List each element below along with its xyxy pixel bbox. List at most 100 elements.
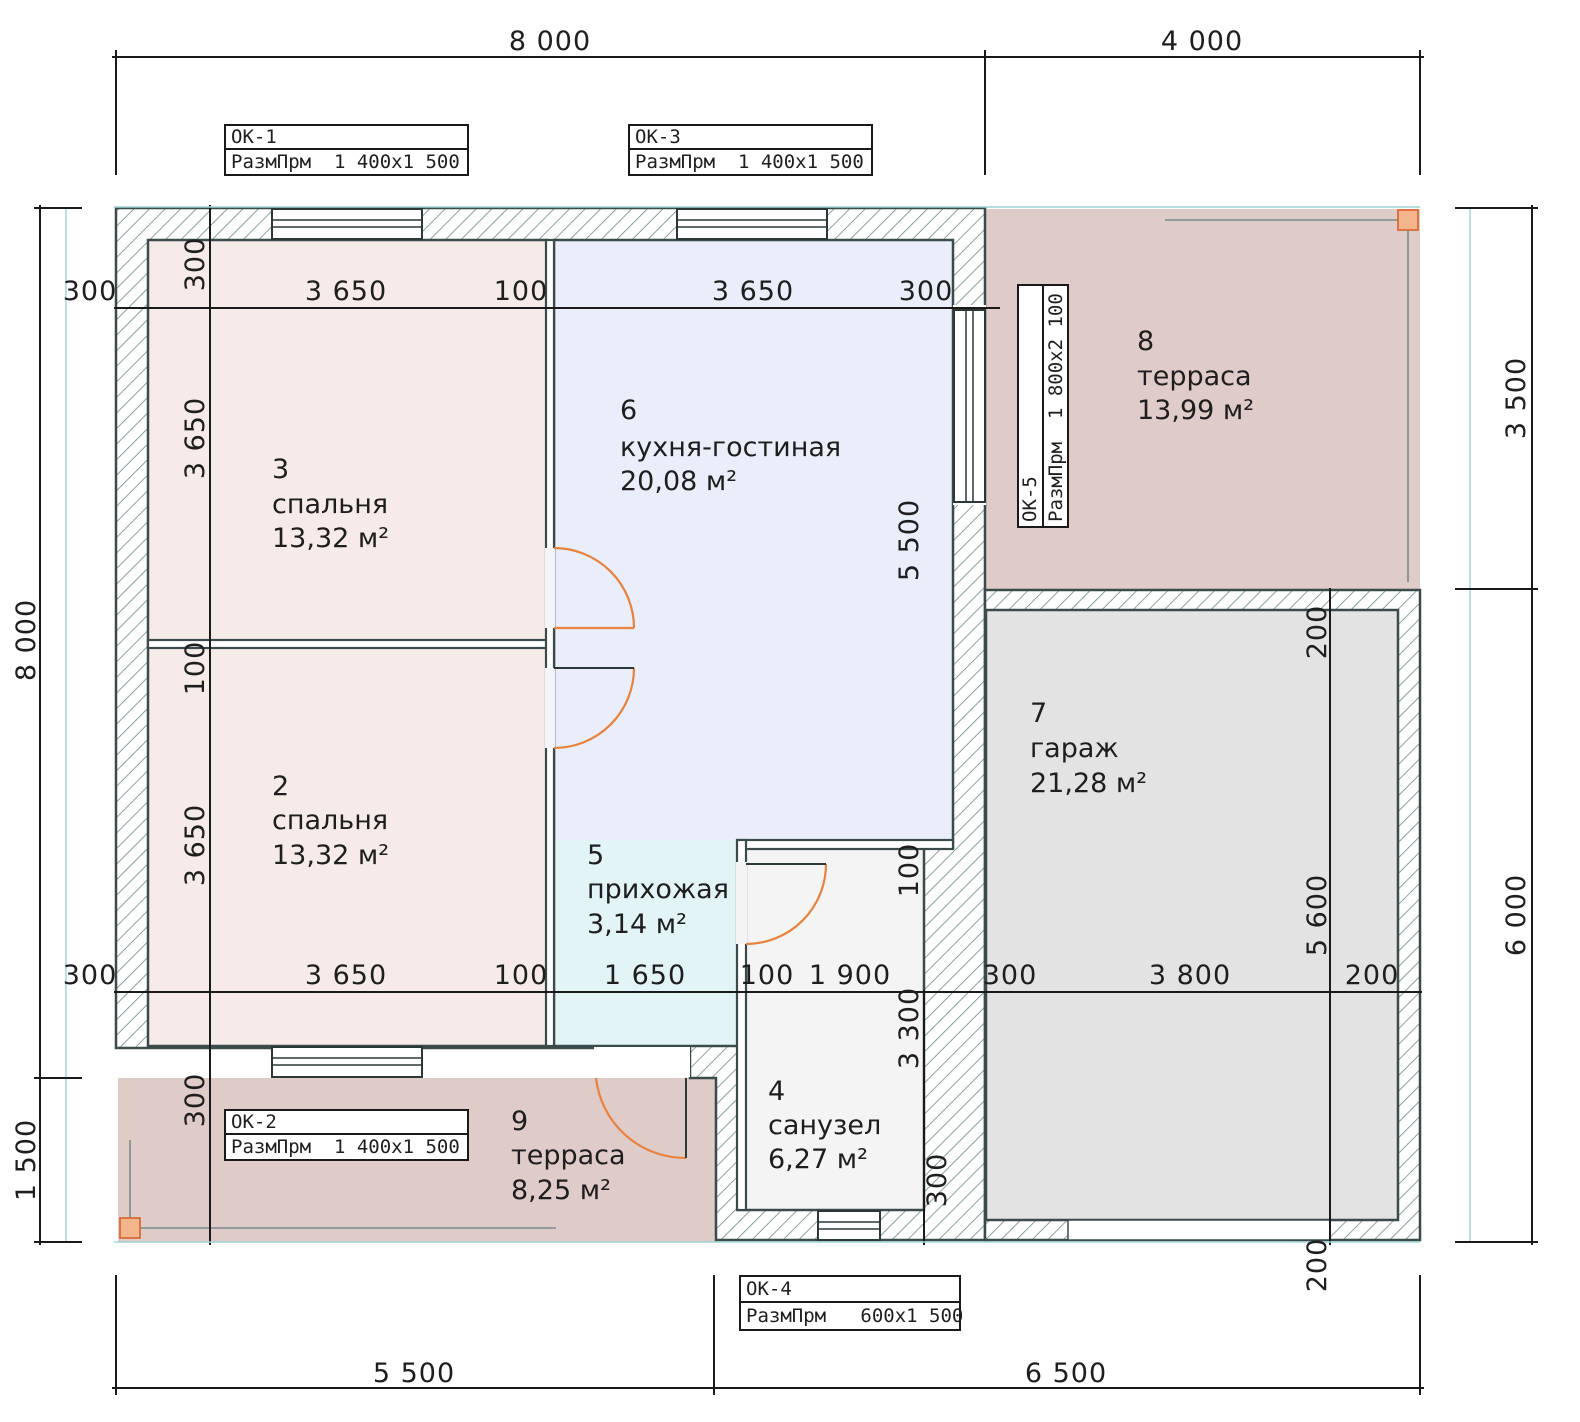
room-number: 5	[587, 840, 604, 871]
room-number: 7	[1030, 698, 1047, 729]
room-area: 3,14 м²	[587, 909, 687, 940]
dim-inner-bottom: 100	[740, 960, 795, 991]
garage-floor	[986, 610, 1398, 1220]
window-tag-id: ОК-4	[746, 1278, 792, 1300]
dim-vert-left: 300	[180, 237, 211, 292]
room-number: 9	[511, 1106, 528, 1137]
room-label-4: 4 санузел 6,27 м²	[768, 1076, 881, 1175]
room-area: 20,08 м²	[620, 466, 737, 497]
room-name: терраса	[1137, 361, 1252, 392]
room-label-2: 2 спальня 13,32 м²	[272, 771, 389, 871]
dim-inner-top: 3 650	[712, 276, 794, 307]
post-terrace-8	[1397, 209, 1419, 231]
room-label-5: 5 прихожая 3,14 м²	[587, 840, 729, 940]
window-tag-ok2: ОК-2 РазмПрм 1 400х1 500	[224, 1109, 469, 1161]
room-number: 2	[272, 771, 289, 802]
window-tag-id: ОК-2	[231, 1111, 277, 1133]
door-swings	[553, 546, 828, 1160]
dim-vert-bath: 100	[894, 843, 925, 898]
window-tag-id: ОК-3	[635, 126, 681, 148]
room-name: гараж	[1030, 733, 1119, 764]
dim-inner-bottom: 300	[983, 960, 1038, 991]
kitchen-floor	[554, 240, 953, 841]
window-tag-ok1: ОК-1 РазмПрм 1 400х1 500	[224, 124, 469, 176]
room-area: 8,25 м²	[511, 1175, 611, 1206]
dim-left-8000: 8 000	[11, 599, 42, 681]
dim-vert-bath: 3 300	[894, 987, 925, 1069]
room-fills	[118, 209, 1420, 1242]
window-tag-size: РазмПрм 1 400х1 500	[231, 1136, 460, 1158]
dim-vert-left: 300	[180, 1073, 211, 1128]
dim-right-6000: 6 000	[1501, 874, 1532, 956]
terrace-railings	[119, 209, 1419, 1239]
windows	[271, 208, 986, 1241]
window-ok1	[271, 208, 423, 240]
garage-walls	[983, 588, 1422, 1242]
bedroom-2-floor	[148, 648, 547, 1046]
garage-gate-opening	[1067, 1219, 1331, 1241]
room-name: кухня-гостиная	[620, 432, 841, 463]
outer-dimension-lines	[34, 50, 1538, 1395]
room-name: спальня	[272, 489, 388, 520]
dim-top-4000: 4 000	[1161, 26, 1243, 57]
dim-inner-bottom: 1 900	[809, 960, 891, 991]
dim-vert-left: 100	[180, 641, 211, 696]
window-ok4	[817, 1210, 881, 1241]
partition-bedroom-kitchen	[544, 238, 556, 1048]
door-opening-bathroom	[736, 862, 747, 944]
window-tag-ok3: ОК-3 РазмПрм 1 400х1 500	[628, 124, 873, 176]
room-area: 13,32 м²	[272, 840, 389, 871]
window-tag-id: ОК-1	[231, 126, 277, 148]
dim-left-1500: 1 500	[11, 1119, 42, 1201]
hall-floor	[554, 840, 738, 1046]
room-area: 6,27 м²	[768, 1144, 868, 1175]
room-label-9: 9 терраса 8,25 м²	[511, 1106, 626, 1206]
room-area: 13,99 м²	[1137, 395, 1254, 426]
door-opening-entrance	[594, 1047, 690, 1077]
dim-inner-bottom: 200	[1345, 960, 1400, 991]
dim-inner-top: 300	[63, 276, 118, 307]
dim-vert-kitchen: 5 500	[894, 499, 925, 581]
dim-inner-bottom: 3 650	[305, 960, 387, 991]
dim-inner-top: 100	[494, 276, 549, 307]
dim-inner-top: 3 650	[305, 276, 387, 307]
bedroom-3-floor	[148, 240, 547, 641]
window-ok3	[676, 208, 828, 240]
door-arc-bedroom-3	[553, 546, 636, 629]
room-label-3: 3 спальня 13,32 м²	[272, 454, 389, 554]
window-ok2	[271, 1046, 423, 1078]
room-area: 21,28 м²	[1030, 768, 1147, 799]
room-label-8: 8 терраса 13,99 м²	[1137, 326, 1254, 426]
axis-lines	[65, 205, 1471, 1245]
room-number: 8	[1137, 326, 1154, 357]
dim-vert-garage: 200	[1302, 1238, 1333, 1293]
room-number: 6	[620, 395, 637, 426]
window-tag-id: ОК-5	[1019, 476, 1041, 522]
room-name: санузел	[768, 1110, 881, 1141]
window-tag-size: РазмПрм 1 400х1 500	[635, 151, 864, 173]
window-ok5	[953, 309, 986, 503]
room-name: терраса	[511, 1140, 626, 1171]
door-arc-bedroom-2	[553, 667, 636, 750]
post-terrace-9	[119, 1217, 141, 1239]
dim-vert-bath: 300	[922, 1153, 953, 1208]
bathroom-floor	[744, 848, 924, 1210]
dim-inner-bottom: 3 800	[1149, 960, 1231, 991]
room-number: 3	[272, 454, 289, 485]
window-tag-size: РазмПрм 1 400х1 500	[231, 151, 460, 173]
room-number: 4	[768, 1076, 785, 1107]
dim-vert-left: 3 650	[180, 804, 211, 886]
window-tag-size: РазмПрм 600х1 500	[746, 1305, 963, 1327]
dim-bottom-6500: 6 500	[1025, 1358, 1107, 1389]
window-tag-ok5: ОК-5 РазмПрм 1 800х2 100	[1017, 284, 1069, 528]
dim-inner-bottom: 300	[63, 960, 118, 991]
dim-vert-left: 3 650	[180, 397, 211, 479]
dim-vert-garage: 200	[1302, 605, 1333, 660]
dim-top-8000: 8 000	[509, 26, 591, 57]
dim-bottom-5500: 5 500	[373, 1358, 455, 1389]
dim-vert-garage: 5 600	[1302, 874, 1333, 956]
room-name: прихожая	[587, 874, 729, 905]
dim-inner-bottom: 1 650	[604, 960, 686, 991]
door-arc-entrance	[594, 1077, 687, 1160]
